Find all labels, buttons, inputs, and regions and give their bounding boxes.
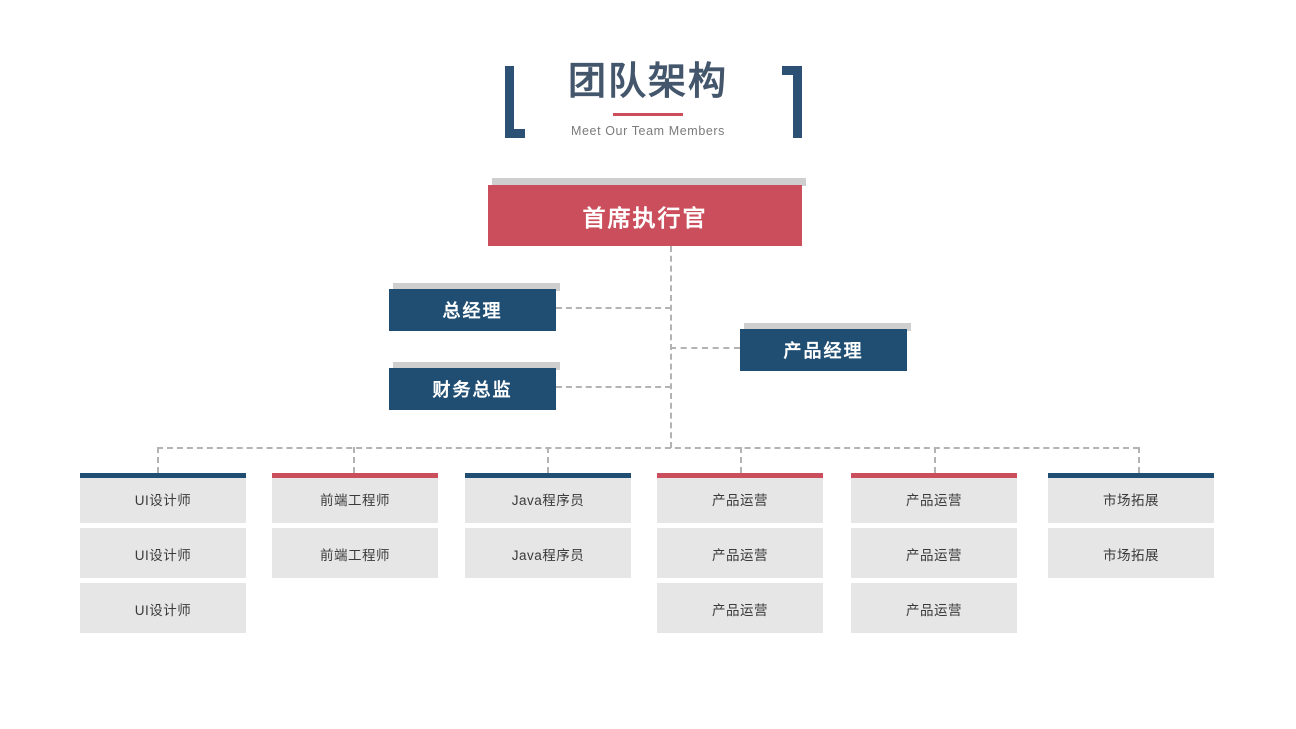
node-ceo[interactable]: 首席执行官 xyxy=(488,178,806,246)
connector-to-product-manager xyxy=(670,347,740,349)
staff-card[interactable]: 产品运营 xyxy=(851,583,1017,633)
left-bracket-foot xyxy=(505,129,525,138)
ceo-box[interactable]: 首席执行官 xyxy=(488,185,802,246)
connector-to-general-manager xyxy=(556,307,671,309)
staff-card[interactable]: 前端工程师 xyxy=(272,473,438,523)
staff-column-6: 市场拓展市场拓展 xyxy=(1048,473,1214,583)
slide-header: 团队架构 Meet Our Team Members xyxy=(0,28,1296,138)
product-manager-box[interactable]: 产品经理 xyxy=(740,329,907,371)
staff-card[interactable]: Java程序员 xyxy=(465,528,631,578)
staff-card[interactable]: Java程序员 xyxy=(465,473,631,523)
staff-card-accent-bar xyxy=(272,473,438,478)
staff-card[interactable]: 产品运营 xyxy=(851,473,1017,523)
connector-to-finance-director xyxy=(556,386,671,388)
connector-staff-bus xyxy=(157,447,1139,449)
staff-card[interactable]: 市场拓展 xyxy=(1048,473,1214,523)
staff-card[interactable]: 产品运营 xyxy=(851,528,1017,578)
staff-card[interactable]: UI设计师 xyxy=(80,473,246,523)
staff-card-label: 产品运营 xyxy=(712,603,768,618)
left-bracket-decoration xyxy=(505,66,531,138)
staff-card-accent-bar xyxy=(465,473,631,478)
connector-stem-col-3 xyxy=(547,447,549,473)
staff-card-label: 市场拓展 xyxy=(1103,548,1159,563)
staff-card[interactable]: 产品运营 xyxy=(657,473,823,523)
left-bracket-vertical xyxy=(505,66,514,138)
staff-card-label: Java程序员 xyxy=(511,493,585,508)
product-manager-label: 产品经理 xyxy=(783,341,864,361)
general-manager-box[interactable]: 总经理 xyxy=(389,289,556,331)
connector-stem-col-1 xyxy=(157,447,159,473)
title-underline-rule xyxy=(613,113,683,116)
staff-card[interactable]: UI设计师 xyxy=(80,528,246,578)
node-finance-director[interactable]: 财务总监 xyxy=(389,362,560,410)
right-bracket-arm xyxy=(782,66,802,75)
page-subtitle: Meet Our Team Members xyxy=(570,124,726,138)
title-block: 团队架构 Meet Our Team Members xyxy=(448,58,848,138)
staff-card[interactable]: 市场拓展 xyxy=(1048,528,1214,578)
general-manager-label: 总经理 xyxy=(442,301,503,321)
ceo-label: 首席执行官 xyxy=(582,204,708,231)
staff-card-label: 产品运营 xyxy=(906,603,962,618)
staff-card-label: 市场拓展 xyxy=(1103,493,1159,508)
staff-card-label: 前端工程师 xyxy=(320,493,390,508)
ceo-shadow-bar xyxy=(492,178,806,186)
right-bracket-vertical xyxy=(793,66,802,138)
staff-card-accent-bar xyxy=(1048,473,1214,478)
staff-card[interactable]: UI设计师 xyxy=(80,583,246,633)
product-manager-shadow-bar xyxy=(744,323,911,331)
staff-card-accent-bar xyxy=(851,473,1017,478)
staff-card-label: 产品运营 xyxy=(906,493,962,508)
staff-column-3: Java程序员 Java程序员 xyxy=(465,473,631,583)
page-title: 团队架构 xyxy=(567,61,728,103)
staff-card-label: 产品运营 xyxy=(712,493,768,508)
connector-stem-col-4 xyxy=(740,447,742,473)
node-general-manager[interactable]: 总经理 xyxy=(389,283,560,331)
staff-card-label: 产品运营 xyxy=(712,548,768,563)
connector-stem-col-2 xyxy=(353,447,355,473)
staff-column-2: 前端工程师前端工程师 xyxy=(272,473,438,583)
staff-card-label: 前端工程师 xyxy=(320,548,390,563)
staff-card-label: Java程序员 xyxy=(511,548,585,563)
general-manager-shadow-bar xyxy=(393,283,560,291)
finance-director-box[interactable]: 财务总监 xyxy=(389,368,556,410)
staff-column-1: UI设计师 UI设计师 UI设计师 xyxy=(80,473,246,638)
connector-stem-col-6 xyxy=(1138,447,1140,473)
staff-card-label: UI设计师 xyxy=(134,548,192,563)
staff-card-label: 产品运营 xyxy=(906,548,962,563)
staff-column-5: 产品运营产品运营产品运营 xyxy=(851,473,1017,638)
staff-card[interactable]: 前端工程师 xyxy=(272,528,438,578)
finance-director-shadow-bar xyxy=(393,362,560,370)
connector-stem-col-5 xyxy=(934,447,936,473)
node-product-manager[interactable]: 产品经理 xyxy=(740,323,911,371)
staff-card-accent-bar xyxy=(657,473,823,478)
finance-director-label: 财务总监 xyxy=(432,380,513,400)
right-bracket-decoration xyxy=(776,66,802,138)
staff-column-4: 产品运营产品运营产品运营 xyxy=(657,473,823,638)
staff-card[interactable]: 产品运营 xyxy=(657,528,823,578)
staff-card[interactable]: 产品运营 xyxy=(657,583,823,633)
staff-card-accent-bar xyxy=(80,473,246,478)
staff-card-label: UI设计师 xyxy=(134,603,192,618)
staff-card-label: UI设计师 xyxy=(134,493,192,508)
